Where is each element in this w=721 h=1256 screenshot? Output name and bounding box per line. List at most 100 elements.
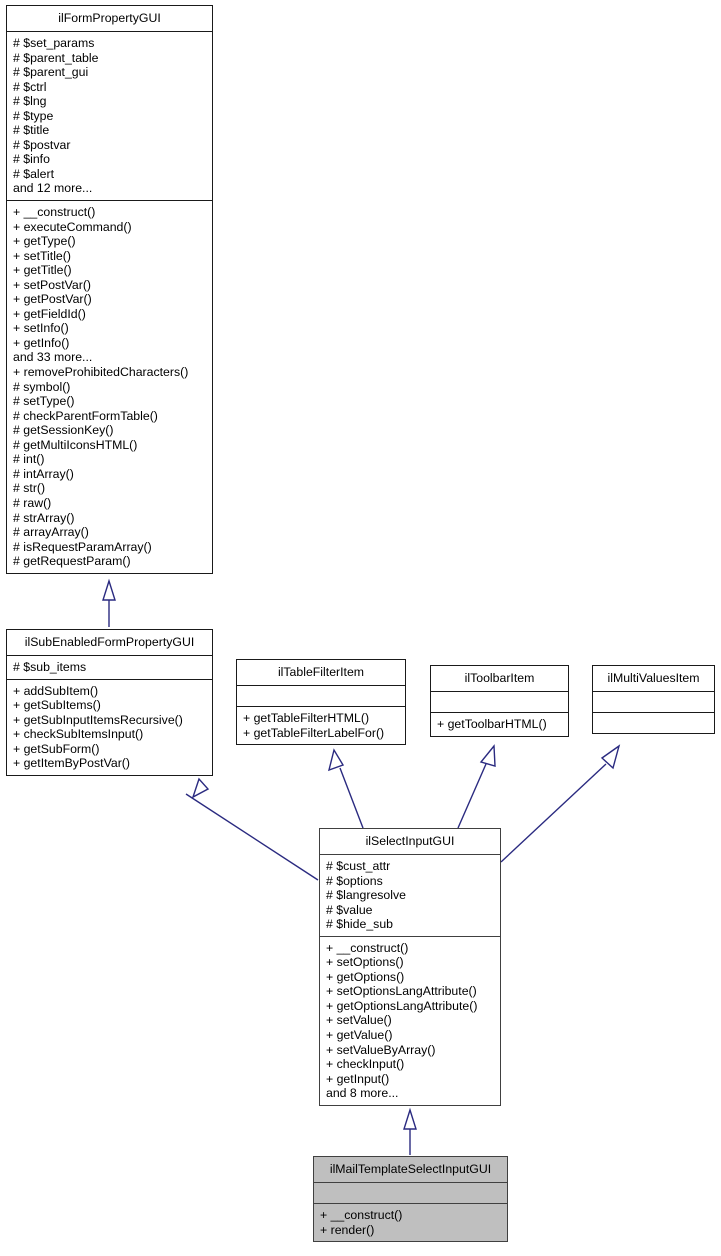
class-divider [237, 685, 405, 686]
class-operations-ilFormPropertyGUI: + __construct() + executeCommand() + get… [7, 201, 212, 573]
class-attribute: # $hide_sub [326, 917, 394, 932]
class-divider [7, 31, 212, 32]
class-operation: # arrayArray() [13, 525, 89, 540]
class-operation: # symbol() [13, 379, 71, 394]
class-operation: # str() [13, 481, 46, 496]
class-box-ilSelectInputGUI[interactable]: ilSelectInputGUI # $cust_attr # $options… [319, 828, 501, 1106]
class-operation: + getOptionsLangAttribute() [326, 998, 478, 1013]
class-operation: # strArray() [13, 510, 75, 525]
class-title-ilToolbarItem: ilToolbarItem [464, 671, 535, 685]
class-divider [431, 691, 568, 692]
class-box-ilFormPropertyGUI[interactable]: ilFormPropertyGUI # $set_params # $paren… [6, 5, 213, 574]
class-operations-ilSelectInputGUI: + __construct() + setOptions() + getOpti… [320, 937, 500, 1105]
edge-ilSelectInputGUI-to-ilToolbarItem [457, 744, 496, 829]
class-operation: + setOptions() [326, 955, 404, 970]
class-operations-ilTableFilterItem: + getTableFilterHTML() + getTableFilterL… [237, 707, 405, 744]
class-box-ilMailTemplateSelectInputGUI[interactable]: ilMailTemplateSelectInputGUI + __constru… [313, 1156, 508, 1243]
class-operation: # int() [13, 452, 45, 467]
edge-ilMailTemplateSelectInputGUI-to-ilSelectInputGUI [403, 1107, 417, 1155]
class-operation: # getMultiIconsHTML() [13, 437, 138, 452]
class-operation: + setPostVar() [13, 277, 92, 292]
class-divider [7, 655, 212, 656]
class-divider [431, 712, 568, 713]
class-attributes-ilSubEnabledFormPropertyGUI: # $sub_items [7, 656, 212, 679]
class-operation: # raw() [13, 495, 52, 510]
class-operations-ilMultiValuesItem [593, 713, 714, 733]
class-operation: + executeCommand() [13, 219, 132, 234]
class-attribute: # $ctrl [13, 79, 47, 94]
class-attributes-ilFormPropertyGUI: # $set_params # $parent_table # $parent_… [7, 32, 212, 200]
class-divider [593, 691, 714, 692]
edge-ilSelectInputGUI-to-ilSubEnabledFormPropertyGUI [185, 777, 319, 881]
class-operation: + render() [320, 1222, 375, 1237]
class-operation: + getTitle() [13, 263, 72, 278]
class-attributes-ilMultiValuesItem [593, 692, 714, 712]
edge-ilSelectInputGUI-to-ilMultiValuesItem [500, 744, 621, 863]
class-title-ilSelectInputGUI: ilSelectInputGUI [365, 834, 455, 848]
class-operation: # intArray() [13, 466, 74, 481]
class-divider [7, 678, 212, 680]
class-operation: + getValue() [326, 1028, 393, 1043]
class-attribute: # $info [13, 152, 50, 167]
class-attribute: # $options [326, 873, 383, 888]
class-divider [314, 1182, 507, 1183]
class-attribute: # $set_params [13, 36, 95, 50]
class-attributes-ilToolbarItem [431, 692, 568, 712]
class-operation: + getItemByPostVar() [13, 756, 130, 771]
class-attribute: # $value [326, 902, 373, 917]
class-operation: # checkParentFormTable() [13, 408, 158, 423]
class-operations-more: and 33 more... [13, 350, 93, 365]
class-title-ilSubEnabledFormPropertyGUI: ilSubEnabledFormPropertyGUI [24, 635, 195, 649]
class-divider [314, 1203, 507, 1204]
class-attribute: # $lng [13, 94, 47, 109]
class-operation: + checkInput() [326, 1057, 405, 1072]
class-divider [237, 706, 405, 707]
class-operation: + getTableFilterLabelFor() [243, 725, 385, 740]
class-box-ilTableFilterItem[interactable]: ilTableFilterItem + getTableFilterHTML()… [236, 659, 406, 746]
class-title-ilFormPropertyGUI: ilFormPropertyGUI [58, 11, 161, 25]
class-attribute: # $alert [13, 166, 55, 181]
class-operation: + getSubForm() [13, 741, 100, 756]
class-operation: + getType() [13, 234, 76, 249]
class-divider [320, 854, 500, 855]
class-operation: + removeProhibitedCharacters() [13, 365, 189, 380]
class-operation: + addSubItem() [13, 683, 99, 698]
edge-ilSubEnabledFormPropertyGUI-to-ilFormPropertyGUI [102, 578, 116, 627]
class-operations-ilToolbarItem: + getToolbarHTML() [431, 713, 568, 736]
class-attribute: # $postvar [13, 137, 71, 152]
class-attributes-ilMailTemplateSelectInputGUI [314, 1183, 507, 1203]
class-title-ilMultiValuesItem: ilMultiValuesItem [607, 671, 700, 685]
class-attribute: # $type [13, 108, 54, 123]
class-attributes-ilSelectInputGUI: # $cust_attr # $options # $langresolve #… [320, 855, 500, 936]
class-attribute: # $title [13, 123, 50, 138]
class-attribute: # $langresolve [326, 888, 406, 903]
class-operation: + setInfo() [13, 321, 69, 336]
class-box-ilSubEnabledFormPropertyGUI[interactable]: ilSubEnabledFormPropertyGUI # $sub_items… [6, 629, 213, 776]
class-operation: + __construct() [320, 1208, 403, 1222]
class-box-ilMultiValuesItem[interactable]: ilMultiValuesItem [592, 665, 715, 734]
class-operation: + getInput() [326, 1071, 390, 1086]
class-box-ilToolbarItem[interactable]: ilToolbarItem + getToolbarHTML() [430, 665, 569, 737]
class-operation: + getToolbarHTML() [437, 717, 547, 731]
class-operation: # setType() [13, 394, 75, 409]
class-divider [7, 200, 212, 202]
class-operation: + getSubInputItemsRecursive() [13, 712, 183, 727]
class-operation: + getFieldId() [13, 306, 86, 321]
class-operations-ilSubEnabledFormPropertyGUI: + addSubItem() + getSubItems() + getSubI… [7, 680, 212, 775]
class-operation: + __construct() [326, 940, 409, 955]
class-attributes-ilTableFilterItem [237, 686, 405, 706]
class-operation: # isRequestParamArray() [13, 539, 152, 554]
class-operation: + setTitle() [13, 248, 71, 263]
class-operation: + getTableFilterHTML() [243, 711, 370, 725]
class-operation: # getRequestParam() [13, 554, 131, 569]
class-divider [320, 935, 500, 937]
class-operation: + checkSubItemsInput() [13, 727, 144, 742]
class-attribute: # $parent_gui [13, 65, 89, 80]
class-attributes-more: and 12 more... [13, 181, 93, 196]
class-operation: + setValue() [326, 1013, 392, 1028]
class-attribute: # $cust_attr [326, 859, 391, 873]
class-divider [593, 712, 714, 713]
edge-ilSelectInputGUI-to-ilTableFilterItem [328, 748, 364, 829]
class-operations-ilMailTemplateSelectInputGUI: + __construct() + render() [314, 1204, 507, 1241]
